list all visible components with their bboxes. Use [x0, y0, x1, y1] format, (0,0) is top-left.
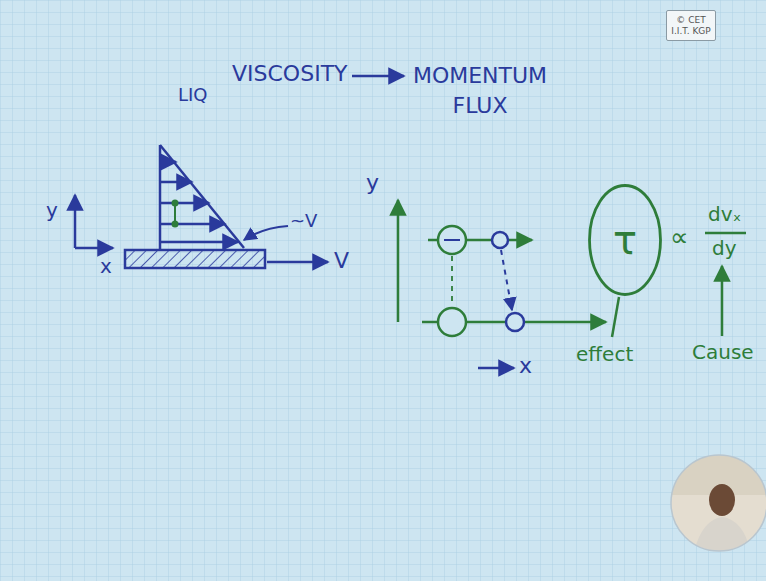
proportional-sign: ∝	[670, 222, 689, 253]
moving-plate	[125, 250, 265, 268]
velocity-profile	[160, 145, 244, 250]
title-arrow	[352, 75, 404, 78]
plate-velocity-arrow	[267, 261, 328, 264]
leader-line	[244, 226, 288, 240]
leader-line	[612, 297, 619, 337]
title-word: MOMENTUM FLUX	[410, 61, 550, 121]
shear-stress-symbol: τ	[613, 217, 637, 263]
velocity-label: ~V	[290, 210, 317, 232]
presenter-inset	[670, 455, 766, 560]
stress-circle: τ	[588, 184, 662, 296]
title-word: VISCOSITY	[232, 61, 348, 87]
velocity-label: V	[334, 248, 349, 274]
dot-link	[174, 203, 176, 224]
logo-text: I.I.T. KGP	[671, 26, 711, 36]
axis-label: y	[366, 170, 379, 196]
fraction-bar	[705, 232, 746, 235]
cause-arrow	[721, 266, 724, 336]
axes	[75, 195, 113, 248]
logo-text: © CET	[676, 15, 705, 25]
logo-box: © CETI.I.T. KGP	[666, 10, 716, 41]
circle-outline	[590, 186, 661, 295]
gradient-numerator: dvₓ	[708, 202, 741, 226]
axis-label: x	[100, 254, 112, 278]
cause-label: Cause	[692, 340, 754, 364]
axis-label: y	[46, 198, 58, 222]
liquid-label: LIQ	[178, 84, 208, 106]
molecule-exchange	[398, 200, 606, 368]
effect-label: effect	[576, 342, 633, 366]
gradient-denominator: dy	[712, 236, 737, 260]
axis-label: x	[519, 353, 532, 379]
